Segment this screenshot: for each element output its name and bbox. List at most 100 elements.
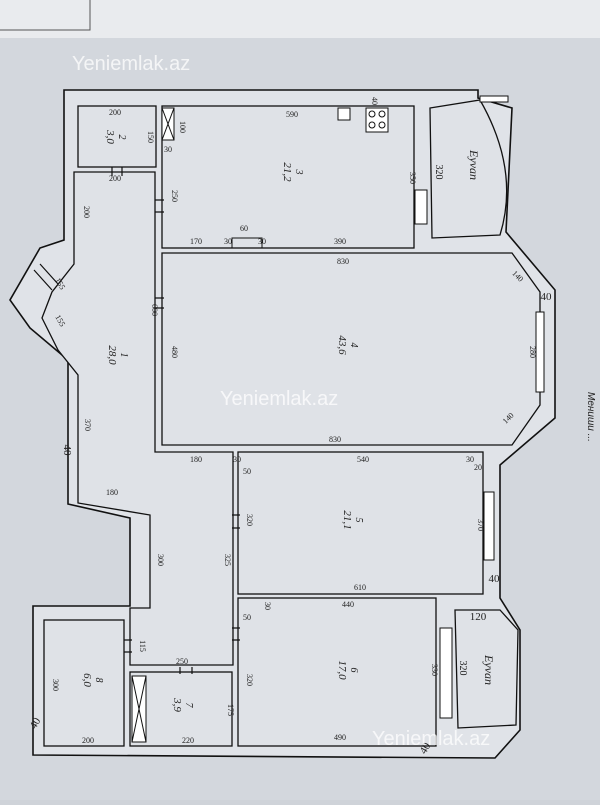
dim-r6-440: 440: [342, 600, 354, 609]
dim-r5-20: 20: [474, 463, 482, 472]
dim-r6-30: 30: [263, 602, 272, 610]
dim-r3-250: 250: [170, 190, 179, 202]
room-8-label: 8 6,0: [81, 673, 104, 687]
burner-icon: [368, 121, 376, 129]
door-room-6: [232, 627, 240, 641]
dim-r8-115: 115: [138, 640, 147, 652]
room-1-label: 1 28,0: [106, 345, 129, 365]
room-2-number: 2: [116, 135, 127, 140]
room-4-number: 4: [348, 343, 359, 348]
room-6-area: 17,0: [336, 660, 348, 680]
room-7-number: 7: [183, 703, 194, 709]
title-block-corner: [0, 0, 91, 31]
dim-r8-300: 300: [51, 679, 60, 691]
dim-r1-180a: 180: [190, 455, 202, 464]
dim-r2-bottom: 200: [109, 174, 121, 183]
dim-r5-540: 540: [357, 455, 369, 464]
balcony-2-label: Eyvan: [482, 654, 496, 685]
room-8-number: 8: [93, 678, 104, 683]
window-room-5: [483, 491, 495, 561]
dim-r7-250: 250: [176, 657, 188, 666]
watermark-middle: Yeniemlak.az: [220, 388, 338, 410]
dim-r1-300: 300: [156, 554, 165, 566]
room-2-label: 2 3,0: [104, 129, 127, 144]
dim-r3-390: 390: [334, 237, 346, 246]
balcony-1-label: Eyvan: [467, 149, 481, 180]
dim-r3-40: 40: [370, 97, 379, 105]
door-room-5: [232, 514, 240, 529]
room-4-outline: [161, 252, 541, 446]
room-3-label: 3 21,2: [281, 162, 304, 182]
window-balcony-1: [479, 95, 509, 103]
door-room-4: [155, 297, 164, 309]
dim-r4-480: 480: [170, 346, 179, 358]
dim-r5-40: 40: [489, 573, 501, 585]
balcony-door-2: [439, 627, 453, 719]
room-3-area: 21,2: [281, 162, 293, 182]
room-4-label: 4 43,6: [336, 335, 359, 355]
dim-r2-side: 150: [146, 131, 155, 143]
room-1-number: 1: [118, 353, 129, 358]
balcony-1-outline: [429, 99, 508, 239]
balcony-1-label-wrap: Eyvan: [467, 149, 481, 180]
dim-r4-40: 40: [541, 291, 553, 303]
dim-r1-40: 40: [61, 445, 73, 457]
dim-r8-200: 200: [82, 736, 94, 745]
dim-r7-220: 220: [182, 736, 194, 745]
dim-balcony-1-320: 320: [433, 165, 444, 180]
room-7-outline: [129, 671, 233, 747]
window-room-1: [33, 263, 59, 291]
room-8-area: 6,0: [81, 673, 93, 687]
window-room-4: [535, 311, 545, 393]
door-room-8: [124, 639, 132, 653]
dim-r5-30a: 30: [233, 455, 241, 464]
column-notch: [231, 237, 263, 249]
dim-r1-180b: 180: [106, 488, 118, 497]
dim-r5-610: 610: [354, 583, 366, 592]
dim-r3-170: 170: [190, 237, 202, 246]
door-room-2: [111, 167, 123, 176]
balcony-2-outline: [454, 609, 519, 729]
burner-icon: [378, 110, 386, 118]
dim-r2-top: 200: [109, 108, 121, 117]
room-5-number: 5: [353, 518, 364, 523]
dim-r5-50: 50: [243, 467, 251, 476]
room-5-area: 21,1: [341, 510, 353, 529]
room-6-number: 6: [348, 668, 359, 673]
sink-icon: [337, 107, 351, 121]
dim-r6-120: 120: [470, 611, 487, 623]
dim-r3-top: 590: [286, 110, 298, 119]
burner-icon: [368, 110, 376, 118]
room-6-outline: [237, 597, 437, 747]
burner-icon: [378, 121, 386, 129]
room-6-label: 6 17,0: [336, 660, 359, 680]
dim-r6-330: 330: [430, 664, 439, 676]
room-8-outline: [43, 619, 125, 747]
dim-r6-490: 490: [334, 733, 346, 742]
dim-r5-370: 370: [476, 519, 485, 531]
room-5-label: 5 21,1: [341, 510, 364, 529]
dim-r1-200: 200: [82, 206, 91, 218]
dim-r6-50: 50: [243, 613, 251, 622]
balcony-2-label-wrap: Eyvan: [482, 654, 496, 685]
side-caption: Мениши ...: [585, 392, 596, 442]
dim-r3-100: 100: [178, 121, 187, 133]
dim-r4-280: 280: [528, 346, 537, 358]
dim-balcony-2-320: 320: [457, 661, 468, 676]
vent-shaft-1-cross: [161, 107, 175, 141]
dim-r4-830b: 830: [329, 435, 341, 444]
vent-shaft-2-cross: [131, 675, 147, 743]
room-1-area: 28,0: [106, 345, 118, 365]
paper-top-strip: [0, 0, 600, 38]
dim-r3-60: 60: [240, 224, 248, 233]
room-3-number: 3: [293, 169, 304, 175]
room-1-outline: [41, 171, 234, 666]
watermark-bottom: Yeniemlak.az: [372, 728, 490, 750]
dim-r3-30c: 30: [258, 237, 266, 246]
dim-r4-830a: 830: [337, 257, 349, 266]
room-5-outline: [237, 451, 484, 595]
room-7-area: 3,9: [171, 697, 183, 712]
stove-icon: [365, 107, 389, 133]
